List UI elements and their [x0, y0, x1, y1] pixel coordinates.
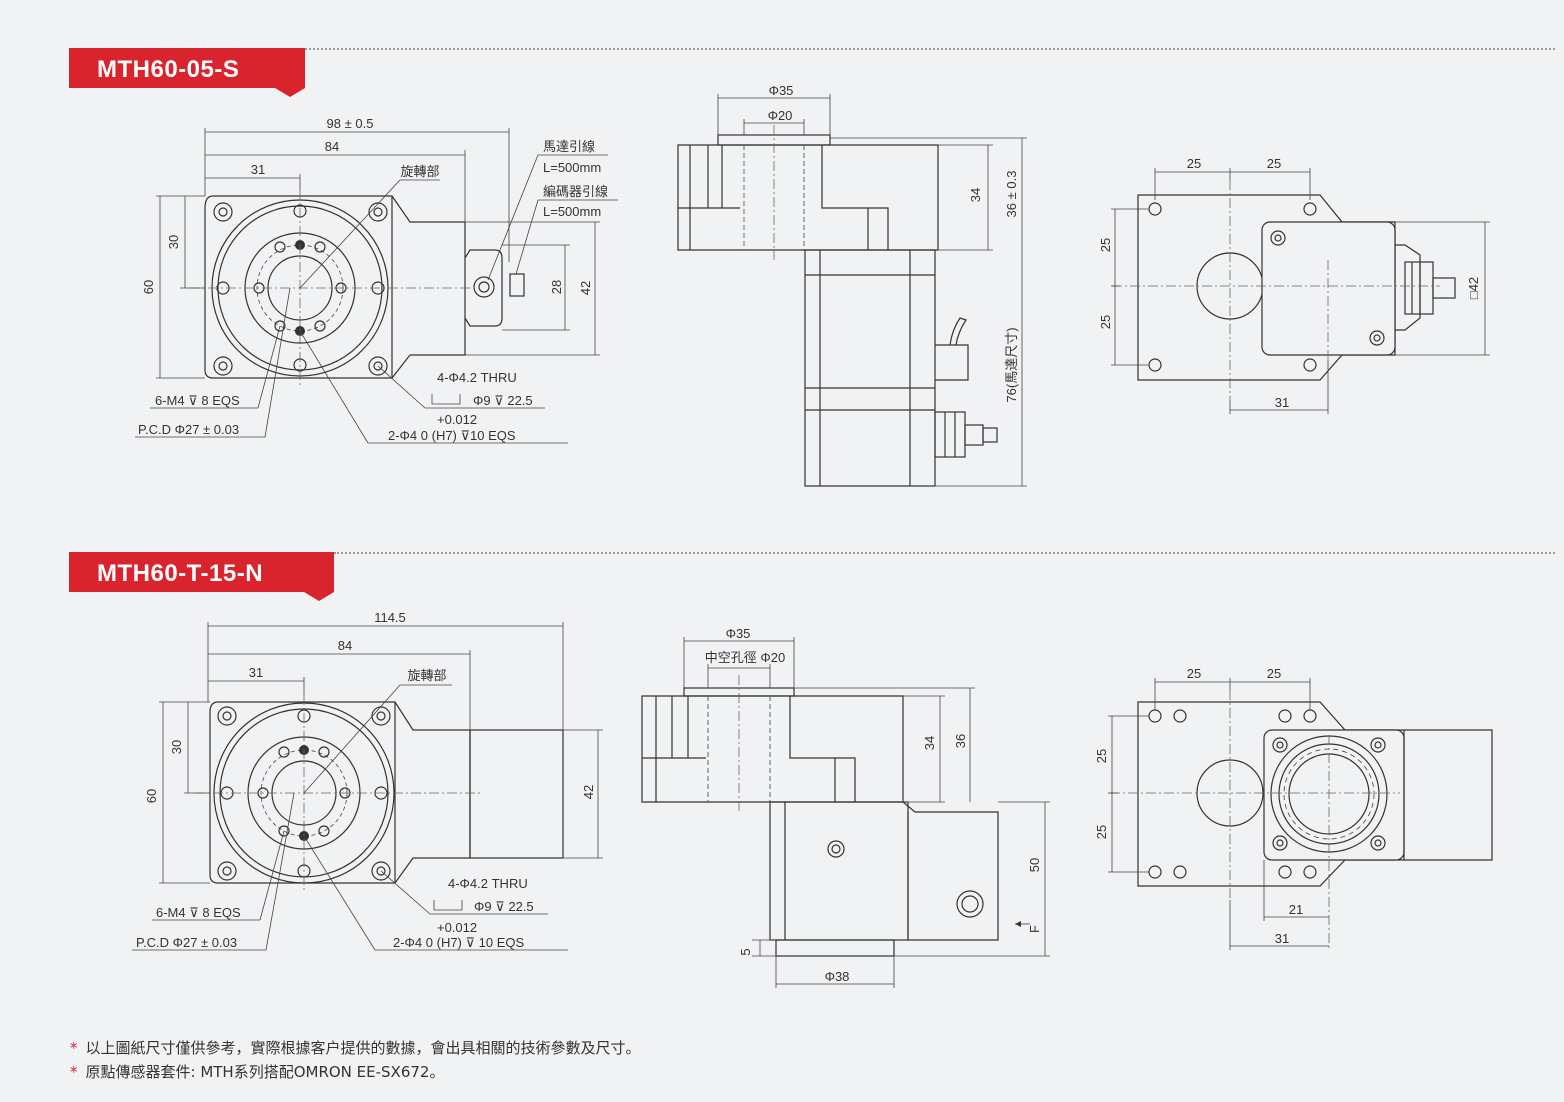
s1-label-motor-lead: 馬達引線	[543, 139, 595, 154]
s1-label-encoder-lead-length: L=500mm	[543, 204, 601, 219]
s1-dim-half-height: 30	[166, 235, 181, 249]
s2-dim-width-overall: 114.5	[374, 610, 406, 625]
s2-dim-phi38: Φ38	[825, 969, 850, 984]
s1-side-view: Φ35 Φ20 34 36 ± 0.3 76(馬達尺寸)	[677, 83, 1027, 487]
section2-title-banner: MTH60-T-15-N	[69, 552, 334, 592]
s1-front-view: 98 ± 0.5 84 31 60 30 旋轉部 馬達引線 L=500mm 編碼…	[135, 116, 618, 444]
s1-label-thru-holes: 4-Φ4.2 THRU	[437, 370, 517, 385]
s2-dim-phi35: Φ35	[726, 626, 751, 641]
s2-dim-height: 60	[144, 789, 159, 803]
s2-label-tolerance: +0.012	[437, 920, 477, 935]
s2-back-dim-31: 31	[1275, 931, 1289, 946]
s1-dim-center-offset: 31	[251, 162, 265, 177]
s2-label-thru-holes: 4-Φ4.2 THRU	[448, 876, 528, 891]
s1-dim-width-body: 84	[325, 139, 339, 154]
footnote-2-text: 原點傳感器套件: MTH系列搭配OMRON EE-SX672。	[85, 1063, 445, 1081]
footnote-bullet: *	[70, 1063, 78, 1081]
s2-back-view: 25 25 25 25 21 31	[1094, 666, 1493, 950]
s1-back-dim-25b: 25	[1267, 156, 1281, 171]
s1-label-pcd: P.C.D Φ27 ± 0.03	[138, 422, 239, 437]
s2-front-view: 114.5 84 31 60 30 旋轉部 42 4-Φ4.2 THRU Φ9 …	[132, 610, 603, 951]
s2-side-view: Φ35 中空孔徑 Φ20 34 36 50 5 Φ38 F	[641, 626, 1050, 988]
s2-label-rotating-part: 旋轉部	[407, 668, 446, 683]
s2-dim-center-offset: 31	[249, 665, 263, 680]
s1-label-tolerance: +0.012	[437, 412, 477, 427]
s1-back-view: 25 25 25 25 31 □42	[1098, 156, 1490, 414]
s1-dim-phi20: Φ20	[768, 108, 793, 123]
s1-label-motor-lead-length: L=500mm	[543, 160, 601, 175]
s2-label-pin-holes: 2-Φ4 0 (H7) ⊽ 10 EQS	[393, 935, 524, 950]
s1-label-pin-holes: 2-Φ4 0 (H7) ⊽10 EQS	[388, 428, 516, 443]
s2-dim-5: 5	[738, 948, 753, 955]
s1-back-dim-31: 31	[1275, 395, 1289, 410]
s1-dim-36: 36 ± 0.3	[1004, 171, 1019, 218]
s1-back-dim-25c: 25	[1098, 238, 1113, 252]
s2-back-dim-25d: 25	[1094, 825, 1109, 839]
section1-banner-tail	[275, 88, 305, 97]
s1-label-encoder-lead: 編碼器引線	[543, 184, 608, 199]
s2-dim-width-body: 84	[338, 638, 352, 653]
s1-dim-motor-length: 76(馬達尺寸)	[1004, 327, 1019, 402]
footnote-bullet: *	[70, 1039, 78, 1057]
s2-label-f: F	[1027, 925, 1042, 933]
s2-dim-36: 36	[953, 734, 968, 748]
s1-back-dim-25d: 25	[1098, 315, 1113, 329]
s1-dim-42: 42	[578, 281, 593, 295]
s2-dim-50: 50	[1027, 858, 1042, 872]
s1-dim-28: 28	[549, 280, 564, 294]
section1-divider	[305, 48, 1555, 50]
s2-dim-half-height: 30	[169, 740, 184, 754]
section1-title: MTH60-05-S	[97, 56, 240, 83]
s2-back-dim-25b: 25	[1267, 666, 1281, 681]
s1-label-counterbore: Φ9 ⊽ 22.5	[473, 393, 533, 408]
section2-divider	[334, 552, 1555, 554]
footnote-2: * 原點傳感器套件: MTH系列搭配OMRON EE-SX672。	[70, 1061, 444, 1082]
section1-title-banner: MTH60-05-S	[69, 48, 305, 88]
s2-dim-34: 34	[922, 736, 937, 750]
s2-label-counterbore: Φ9 ⊽ 22.5	[474, 899, 534, 914]
s2-back-dim-25a: 25	[1187, 666, 1201, 681]
s2-back-dim-25c: 25	[1094, 749, 1109, 763]
s2-label-hollow-diameter: 中空孔徑 Φ20	[705, 650, 785, 665]
section2-banner-tail	[304, 592, 334, 601]
s1-back-dim-square42: □42	[1466, 277, 1481, 299]
section2-title: MTH60-T-15-N	[97, 560, 264, 587]
s2-dim-42: 42	[581, 785, 596, 799]
s1-label-rotating-part: 旋轉部	[400, 164, 439, 179]
s1-dim-height: 60	[141, 280, 156, 294]
s2-label-m4-threads: 6-M4 ⊽ 8 EQS	[156, 905, 241, 920]
footnote-1-text: 以上圖紙尺寸僅供參考，實際根據客户提供的數據，會出具相關的技術參數及尺寸。	[85, 1039, 641, 1057]
s2-back-dim-21: 21	[1289, 902, 1303, 917]
s1-dim-width-overall: 98 ± 0.5	[327, 116, 374, 131]
s1-dim-34: 34	[968, 188, 983, 202]
s1-dim-phi35: Φ35	[769, 83, 794, 98]
s2-label-pcd: P.C.D Φ27 ± 0.03	[136, 935, 237, 950]
footnote-1: * 以上圖紙尺寸僅供參考，實際根據客户提供的數據，會出具相關的技術參數及尺寸。	[70, 1037, 641, 1058]
s1-label-m4-threads: 6-M4 ⊽ 8 EQS	[155, 393, 240, 408]
s1-back-dim-25a: 25	[1187, 156, 1201, 171]
